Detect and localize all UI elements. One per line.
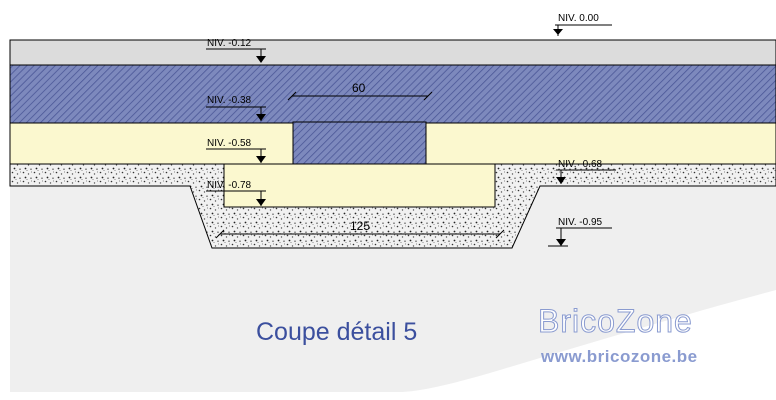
sand-footing — [223, 163, 496, 208]
marker-niv-012 — [256, 56, 266, 63]
marker-niv-095 — [556, 239, 566, 246]
dim-label-60: 60 — [352, 81, 366, 95]
level-label-niv-000: NIV. 0.00 — [558, 13, 599, 24]
level-label-niv-058: NIV. -0.58 — [207, 138, 252, 149]
paving-layer — [9, 39, 776, 66]
level-label-niv-038: NIV. -0.38 — [207, 95, 252, 106]
sand-layer-right — [425, 122, 776, 165]
concrete-beam — [292, 121, 427, 166]
level-label-niv-012: NIV. -0.12 — [207, 38, 252, 49]
concrete-slab — [9, 64, 776, 124]
brand-logo: BricoZone — [538, 303, 693, 339]
ground-mass — [10, 186, 776, 392]
caption-title: Coupe détail 5 — [256, 318, 417, 346]
sand-layer-left — [9, 122, 294, 165]
level-label-niv-095: NIV. -0.95 — [558, 217, 603, 228]
dim-label-125: 125 — [350, 219, 370, 233]
brand-url: www.bricozone.be — [540, 347, 698, 366]
level-label-niv-068: NIV. -0.68 — [558, 159, 603, 170]
marker-niv-068 — [556, 177, 566, 184]
level-label-niv-078: NIV. -0.78 — [207, 180, 252, 191]
marker-niv-038 — [256, 114, 266, 121]
marker-niv-078 — [256, 199, 266, 206]
marker-niv-058 — [256, 156, 266, 163]
